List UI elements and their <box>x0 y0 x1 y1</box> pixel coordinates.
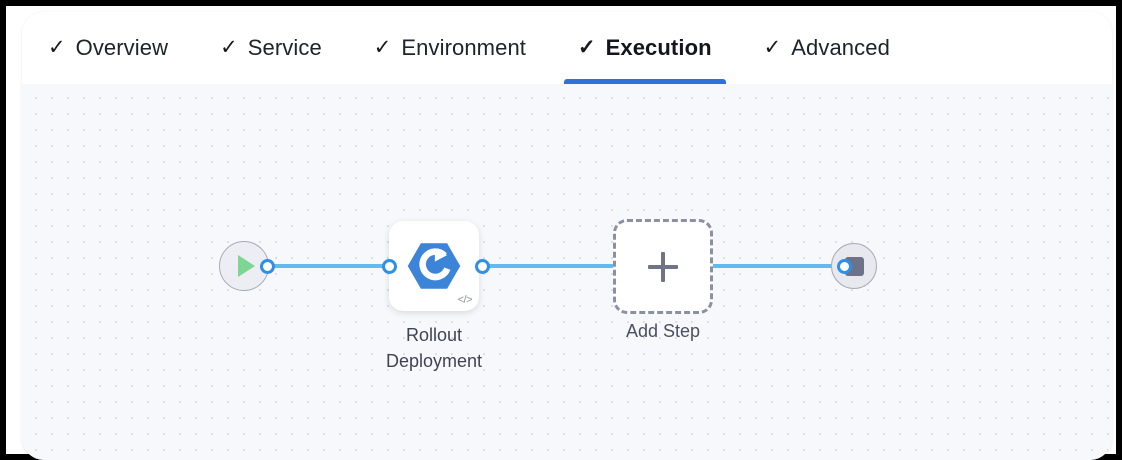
end-node-input-port[interactable] <box>837 259 852 274</box>
pipeline-canvas[interactable]: </> Rollout Deployment Add Step <box>22 84 1112 460</box>
check-icon: ✓ <box>220 35 238 59</box>
pipeline-flow: </> Rollout Deployment Add Step <box>22 84 1112 460</box>
pipeline-start-node[interactable] <box>219 241 269 291</box>
wizard-card: ✓ Overview ✓ Service ✓ Environment ✓ Exe… <box>22 12 1112 460</box>
tab-service[interactable]: ✓ Service <box>194 12 348 84</box>
wizard-tab-bar: ✓ Overview ✓ Service ✓ Environment ✓ Exe… <box>22 12 1112 85</box>
connector-addstep-to-end <box>712 264 844 268</box>
tab-label: Execution <box>605 35 712 60</box>
code-icon: </> <box>457 294 473 306</box>
rollout-node-output-port[interactable] <box>475 259 490 274</box>
tab-overview[interactable]: ✓ Overview <box>22 12 194 84</box>
tab-advanced[interactable]: ✓ Advanced <box>738 12 916 84</box>
tab-environment[interactable]: ✓ Environment <box>348 12 552 84</box>
rollout-node-input-port[interactable] <box>382 259 397 274</box>
step-label-line2: Deployment <box>385 351 483 372</box>
tab-label: Environment <box>401 35 526 60</box>
step-node-rollout-deployment[interactable]: </> <box>389 221 479 311</box>
tab-active-underline <box>564 79 726 84</box>
plus-icon <box>648 251 678 282</box>
tab-label: Overview <box>75 35 169 60</box>
connector-rollout-to-addstep <box>482 264 614 268</box>
play-icon <box>238 255 255 277</box>
connector-start-to-rollout <box>265 264 390 268</box>
tab-label: Service <box>247 35 322 60</box>
add-step-label: Add Step <box>625 321 701 341</box>
check-icon: ✓ <box>48 35 66 59</box>
start-node-output-port[interactable] <box>260 259 275 274</box>
step-label-line1: Rollout <box>405 325 463 345</box>
tab-label: Advanced <box>791 35 890 60</box>
add-step-button[interactable] <box>613 219 713 314</box>
check-icon: ✓ <box>763 35 782 59</box>
step-node-label-rollout-deployment: Rollout Deployment <box>364 322 504 374</box>
check-icon: ✓ <box>578 35 596 59</box>
rollout-deployment-hexagon-icon <box>407 243 461 289</box>
tab-execution[interactable]: ✓ Execution <box>552 12 738 84</box>
check-icon: ✓ <box>373 35 392 59</box>
